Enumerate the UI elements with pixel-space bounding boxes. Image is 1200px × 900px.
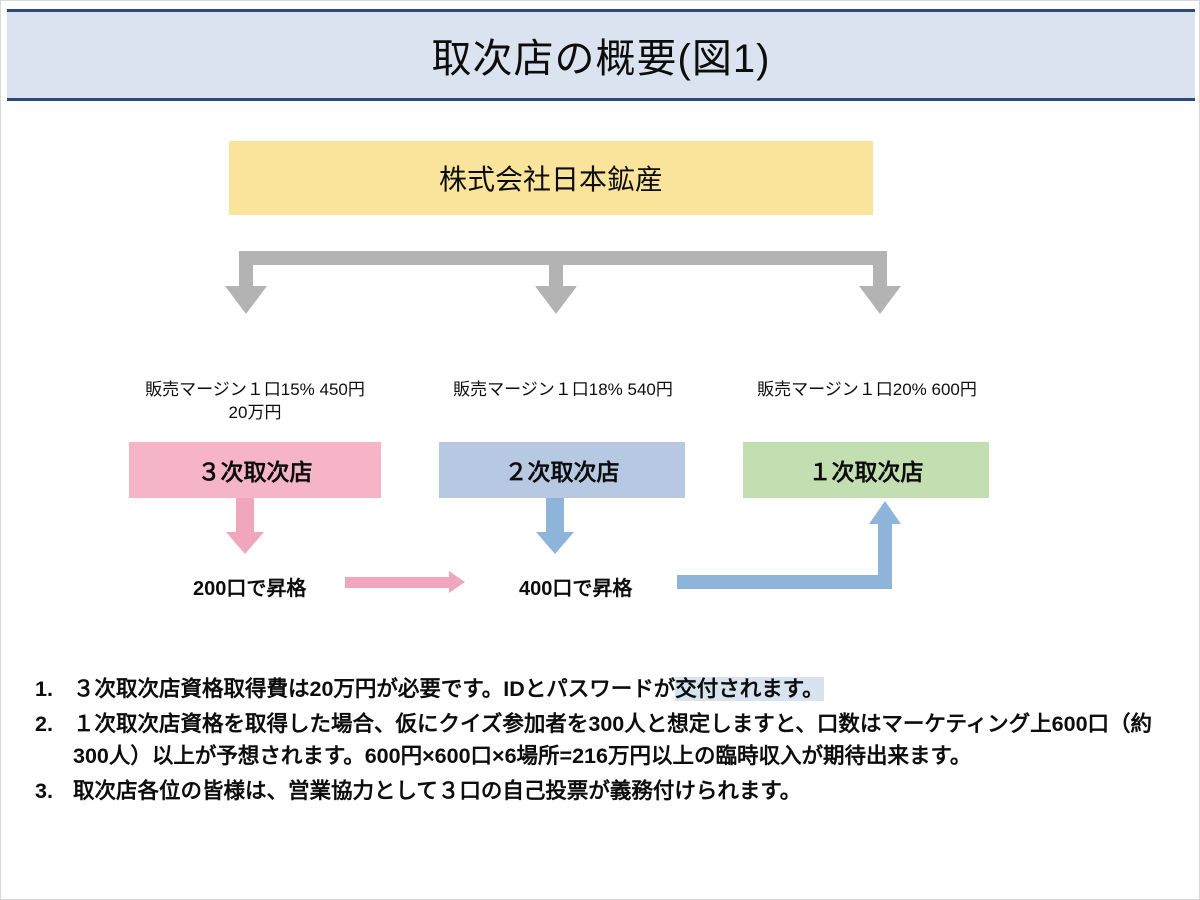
notes-list: 1. ３次取次店資格取得費は20万円が必要です。IDとパスワードが交付されます。…: [35, 673, 1165, 810]
tier-box-third: ３次取次店: [129, 442, 381, 498]
connector-stem-right: [873, 251, 887, 289]
note-3-body: 取次店各位の皆様は、営業協力として３口の自己投票が義務付けられます。: [73, 779, 802, 804]
tier-2-margin-caption: 販売マージン１口18% 540円: [413, 379, 713, 402]
tier-3-margin-line2: 20万円: [228, 402, 282, 422]
tier-1-margin-line1: 販売マージン１口20% 600円: [757, 380, 977, 399]
promotion-arrow-blue-head: [536, 532, 574, 554]
note-1-text-highlight: 交付されます。: [675, 677, 824, 701]
note-3-number: 3.: [35, 779, 53, 804]
promotion-elbow-shaft-blue: [677, 575, 892, 589]
tier-3-margin-line1: 販売マージン１口15% 450円: [145, 380, 365, 399]
note-1-text-before: ３次取次店資格取得費は20万円が必要です。IDとパスワードが: [73, 677, 676, 701]
promotion-arrow-pink-head: [226, 532, 264, 554]
connector-stem-center: [549, 251, 563, 289]
promotion-caption-400: 400口で昇格: [519, 578, 633, 600]
slide-title-banner: 取次店の概要(図1): [7, 9, 1195, 101]
connector-stem-left: [239, 251, 253, 289]
note-1-number: 1.: [35, 677, 53, 701]
company-name-label: 株式会社日本鉱産: [438, 164, 663, 195]
tier-3-label: ３次取次店: [197, 459, 313, 485]
tier-2-margin-line1: 販売マージン１口18% 540円: [453, 380, 673, 399]
tier-box-first: １次取次店: [743, 442, 989, 498]
promotion-elbow-riser-blue: [878, 523, 892, 589]
promotion-arrow-blue-stem: [546, 498, 564, 534]
note-item-2: 2. １次取次店資格を取得した場合、仮にクイズ参加者を300人と想定しますと、口…: [35, 708, 1165, 773]
company-box: 株式会社日本鉱産: [229, 141, 873, 215]
tier-1-label: １次取次店: [808, 459, 924, 485]
connector-horizontal-bar: [239, 251, 887, 265]
note-item-3: 3. 取次店各位の皆様は、営業協力として３口の自己投票が義務付けられます。: [35, 775, 1165, 808]
promotion-caption-200: 200口で昇格: [193, 578, 307, 600]
connector-arrowhead-right: [859, 286, 901, 314]
page-title: 取次店の概要(図1): [431, 37, 771, 81]
connector-arrowhead-center: [535, 286, 577, 314]
note-1-body: ３次取次店資格取得費は20万円が必要です。IDとパスワードが交付されます。: [73, 673, 1165, 706]
promotion-elbow-head-blue: [869, 501, 901, 524]
tier-3-margin-caption: 販売マージン１口15% 450円 20万円: [105, 379, 405, 425]
promotion-arrow-pink-stem: [236, 498, 254, 534]
promotion-horizontal-head-pink: [449, 571, 465, 593]
note-item-1: 1. ３次取次店資格取得費は20万円が必要です。IDとパスワードが交付されます。: [35, 673, 1165, 706]
tier-2-label: ２次取次店: [504, 459, 620, 485]
note-2-body: １次取次店資格を取得した場合、仮にクイズ参加者を300人と想定しますと、口数はマ…: [73, 711, 1153, 769]
tier-box-second: ２次取次店: [439, 442, 685, 498]
note-2-number: 2.: [35, 711, 53, 736]
promotion-horizontal-shaft-pink: [345, 577, 449, 588]
tier-1-margin-caption: 販売マージン１口20% 600円: [717, 379, 1017, 402]
connector-arrowhead-left: [225, 286, 267, 314]
